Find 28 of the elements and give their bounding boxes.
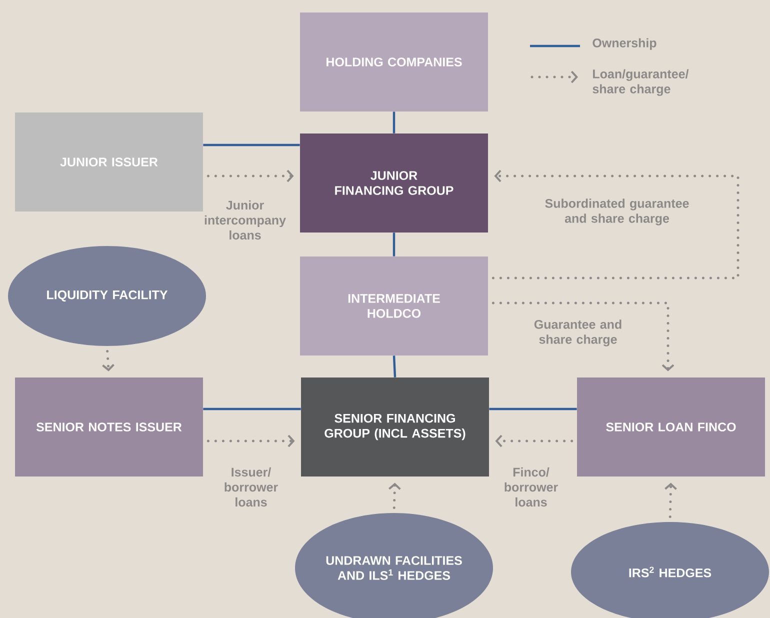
arrow (206, 170, 294, 182)
entity-box: SENIOR NOTES ISSUER (15, 378, 203, 476)
entity-box: JUNIOR ISSUER (15, 112, 203, 212)
arrow (492, 302, 674, 372)
arrow (102, 350, 114, 372)
connector-line (203, 408, 301, 410)
edge-label: Guarantee and share charge (534, 320, 622, 346)
arrow (492, 170, 740, 280)
edge-label: Subordinated guarantee and share charge (545, 198, 689, 226)
legend-text: Ownership (592, 38, 656, 50)
entity-box: HOLDING COMPANIES (300, 12, 488, 112)
connector-line (203, 144, 300, 146)
arrow (495, 434, 574, 448)
legend-text: Loan/guarantee/ share charge (592, 69, 689, 96)
connector-line (392, 356, 396, 378)
connector-line (392, 232, 396, 256)
arrow (664, 482, 677, 518)
entity-box: INTERMEDIATE HOLDCO (300, 256, 488, 356)
edge-label: Junior intercompany loans (204, 200, 286, 240)
arrow (206, 434, 295, 448)
edge-label: Issuer/ borrower loans (224, 467, 278, 507)
arrow (388, 482, 401, 510)
entity-box: JUNIOR FINANCING GROUP (300, 134, 488, 232)
entity-box: SENIOR FINANCING GROUP (INCL ASSETS) (301, 378, 489, 476)
connector-line (392, 112, 396, 134)
edge-label: Finco/ borrower loans (504, 467, 558, 507)
connector-line (489, 408, 577, 410)
entity-box: SENIOR LOAN FINCO (577, 378, 766, 476)
